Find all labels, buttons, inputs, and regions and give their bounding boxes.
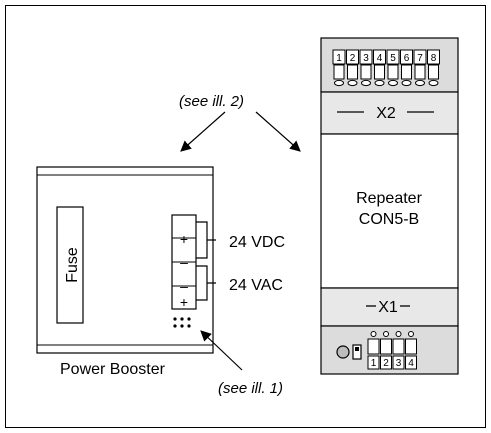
- x2-terminal-label: 5: [390, 53, 396, 64]
- vdc-bracket: [196, 221, 216, 259]
- diagram-frame: [5, 5, 486, 428]
- x1-band: [320, 287, 459, 327]
- vdc-label: 24 VDC: [229, 234, 285, 251]
- x2-terminal: 4: [373, 49, 386, 87]
- power-booster: Fuse + – – + 24 VDC 24 VAC Power Booster: [36, 166, 285, 378]
- x1-terminal-label: 1: [371, 358, 377, 369]
- terminal-minus-mid: –: [180, 254, 188, 270]
- jumper-dot-grid: [173, 317, 191, 328]
- x1-terminal-label: 2: [383, 358, 389, 369]
- x2-terminal-label: 2: [350, 53, 356, 64]
- x2-terminal-label: 4: [377, 53, 383, 64]
- x2-terminal-label: 6: [404, 53, 410, 64]
- terminal-minus-low: –: [180, 278, 188, 294]
- x1-round-contact: [336, 345, 350, 359]
- power-booster-label: Power Booster: [60, 361, 166, 378]
- x2-terminal-label: 1: [336, 53, 342, 64]
- x1-terminal-label: 4: [408, 358, 414, 369]
- x2-terminal-label: 7: [417, 53, 423, 64]
- x2-label: X2: [376, 105, 396, 122]
- x2-band: [320, 91, 459, 135]
- x2-terminal: 2: [346, 49, 359, 87]
- repeater-title-line2: CON5-B: [359, 211, 419, 228]
- x1-terminal: 4: [405, 331, 417, 370]
- x1-terminal-label: 3: [396, 358, 402, 369]
- x2-terminal: 6: [400, 49, 413, 87]
- repeater-body: [320, 133, 459, 289]
- arrow-to-repeater: [255, 111, 301, 152]
- see-ill-2-label: (see ill. 2): [179, 93, 244, 110]
- fuse: [56, 206, 84, 324]
- x2-terminal: 7: [413, 49, 427, 87]
- arrow-to-power-booster: [180, 111, 226, 152]
- vac-label: 24 VAC: [229, 277, 283, 294]
- x1-terminal: 2: [380, 331, 392, 370]
- terminal-plus-bottom: +: [180, 294, 188, 310]
- x1-small-switch: [352, 344, 362, 360]
- x2-terminal: 1: [332, 49, 346, 87]
- terminal-plus-top: +: [180, 231, 188, 247]
- x2-terminal: 8: [427, 49, 440, 87]
- repeater-title-line1: Repeater: [356, 190, 422, 207]
- x2-terminal-label: 3: [363, 53, 369, 64]
- x2-terminal: 5: [386, 49, 400, 87]
- arrow-to-jumper: [200, 330, 243, 371]
- x2-terminal: 3: [359, 49, 373, 87]
- see-ill-1-label: (see ill. 1): [218, 380, 283, 397]
- x1-label: X1: [378, 299, 398, 316]
- fuse-label: Fuse: [64, 247, 81, 283]
- vac-bracket: [196, 265, 216, 301]
- x1-terminal: 3: [392, 331, 405, 370]
- x1-terminal: 1: [367, 331, 380, 370]
- x2-terminal-label: 8: [431, 53, 437, 64]
